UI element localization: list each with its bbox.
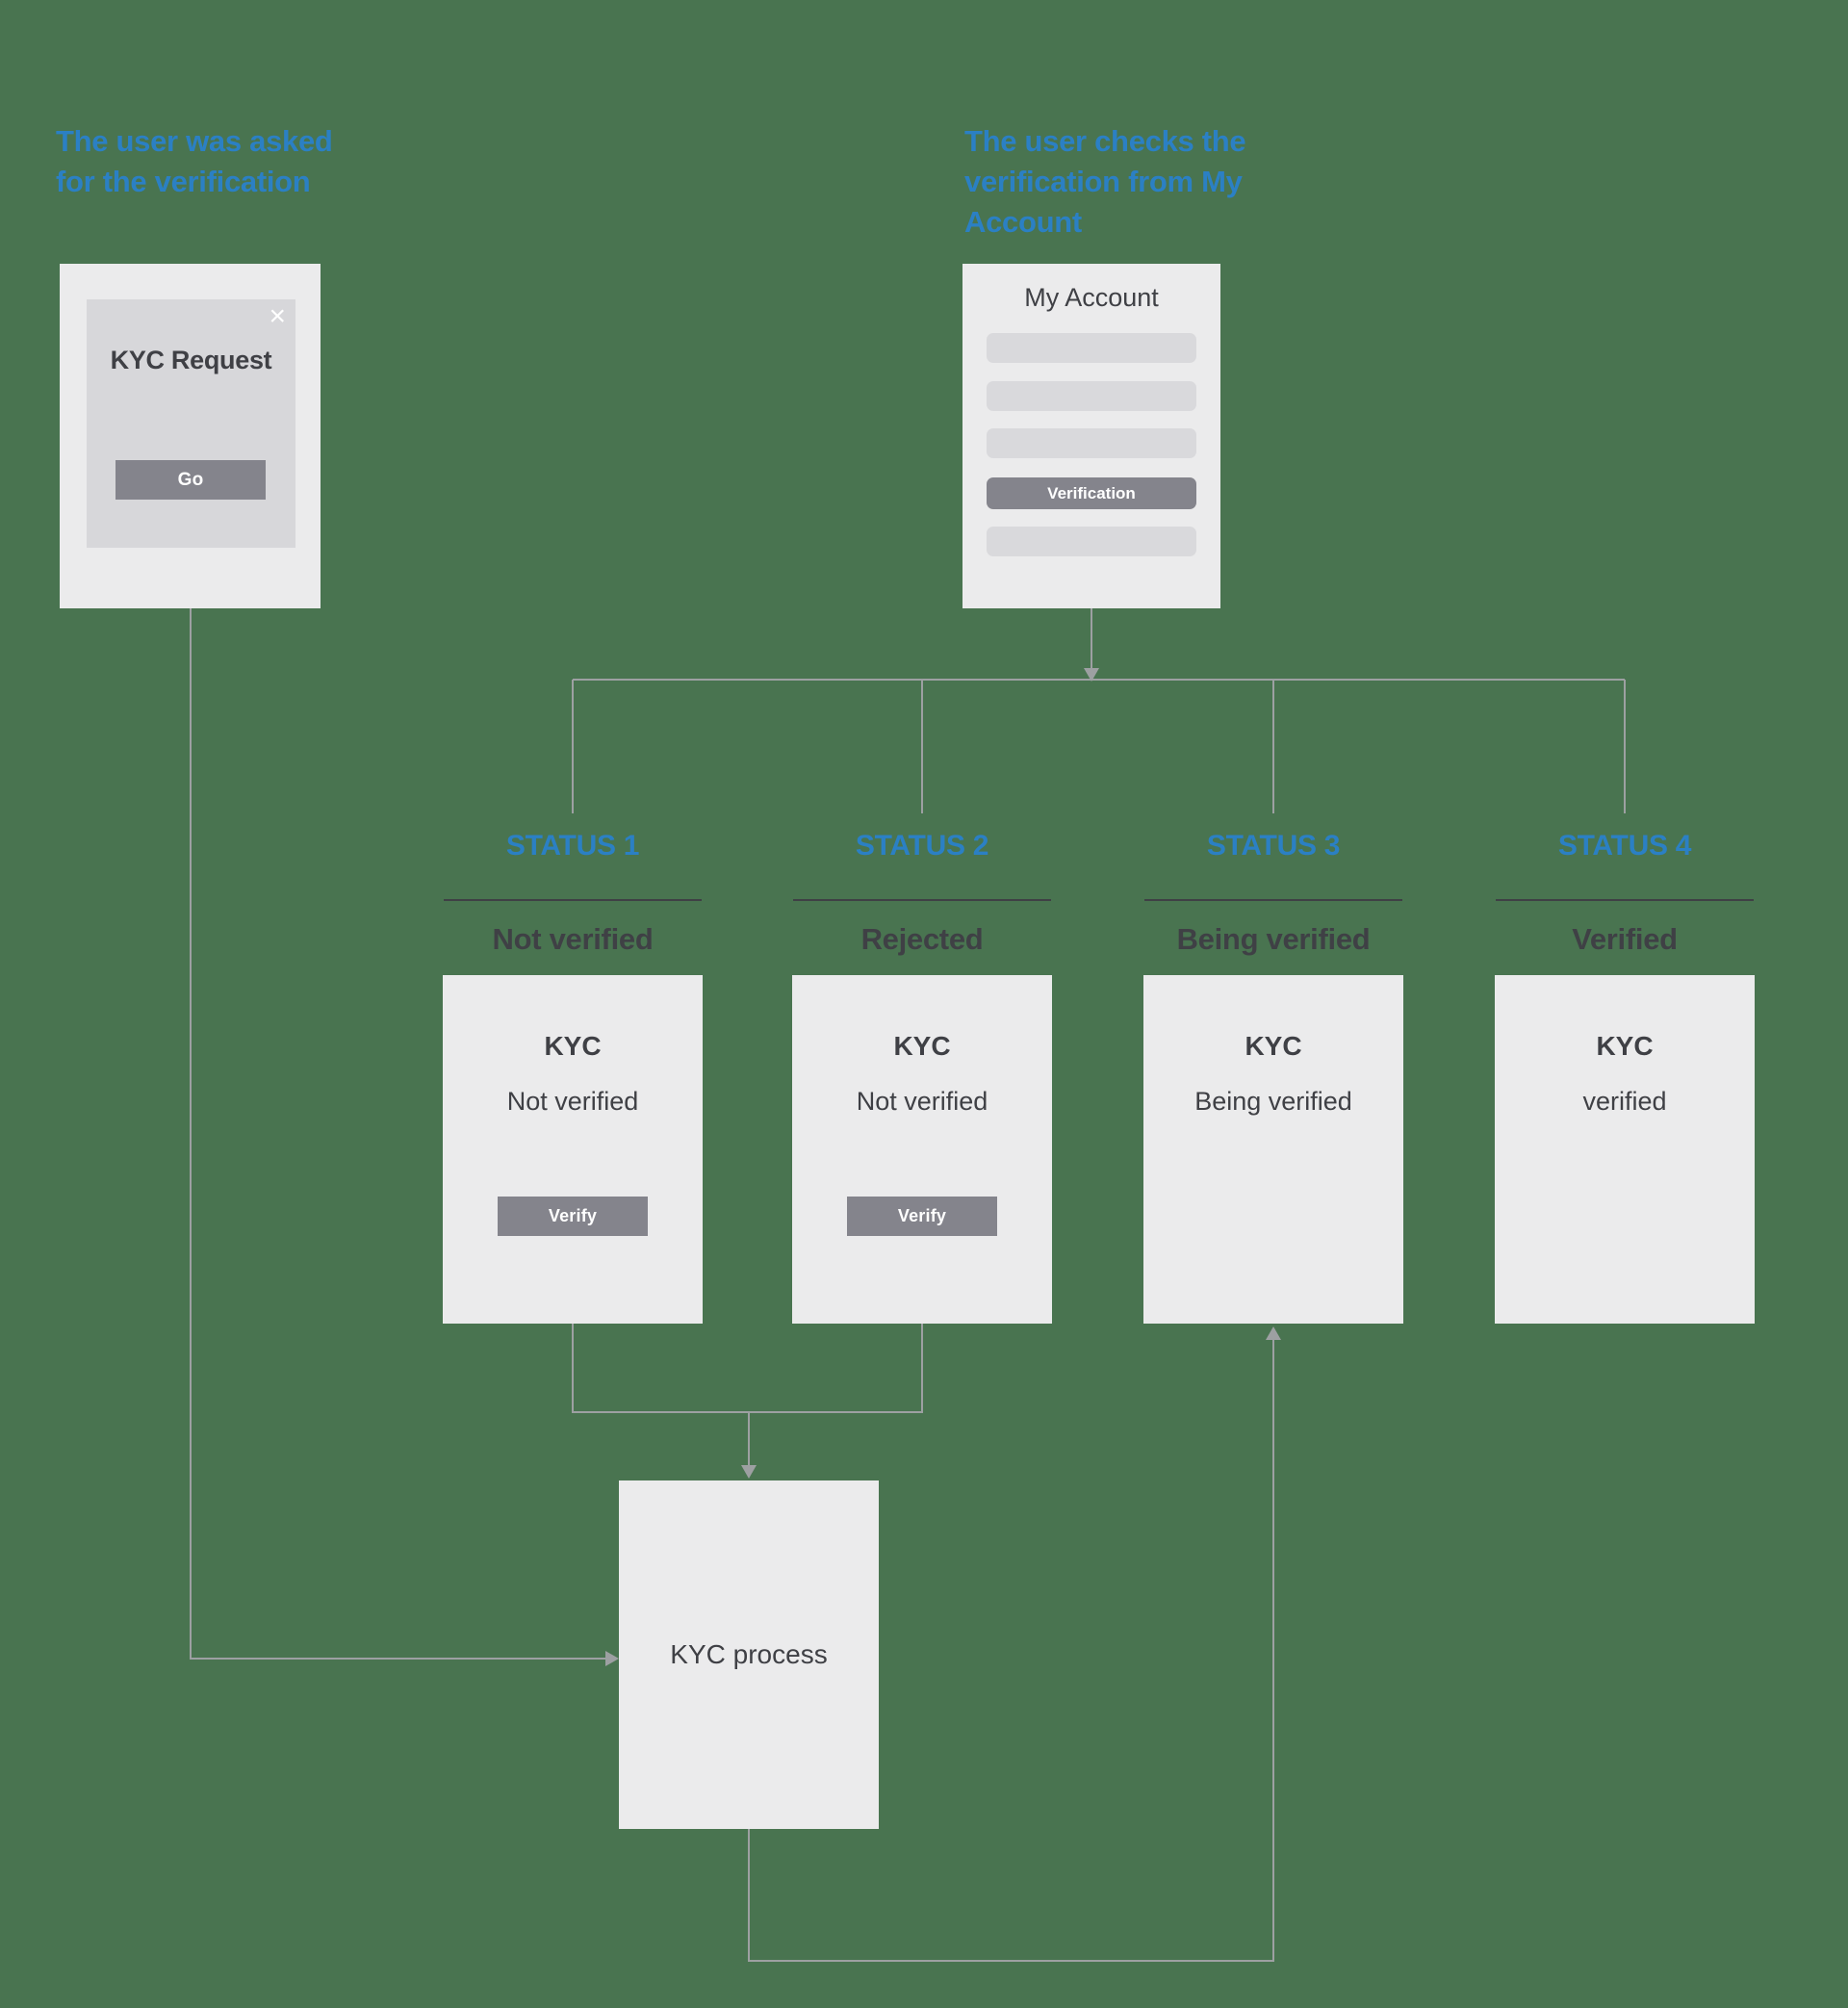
kyc-process-label: KYC process (670, 1639, 828, 1669)
status-3-divider (1144, 899, 1402, 901)
verify-button[interactable]: Verify (847, 1197, 997, 1236)
menu-bar-placeholder (987, 381, 1196, 411)
menu-bar-placeholder (987, 333, 1196, 363)
status-3-heading: Being verified (1176, 922, 1371, 956)
menu-bar-placeholder (987, 527, 1196, 556)
status-3-kyc-card: KYC Being verified (1143, 975, 1403, 1324)
arrow-up-status3 (1266, 1326, 1281, 1340)
status-3-title: STATUS 3 (1206, 830, 1341, 862)
verification-button[interactable]: Verification (987, 477, 1196, 509)
status-4-kyc-card: KYC verified (1495, 975, 1755, 1324)
menu-bar-placeholder (987, 428, 1196, 458)
status-1-divider (444, 899, 702, 901)
kyc-card-status: Not verified (856, 1087, 988, 1116)
status-1-heading: Not verified (492, 922, 654, 956)
arrow-down-process (741, 1465, 757, 1479)
status-4-title: STATUS 4 (1557, 830, 1692, 862)
kyc-process-box: KYC process (619, 1480, 879, 1829)
status-1-kyc-card: KYC Not verified Verify (443, 975, 703, 1324)
kyc-card-title: KYC (1596, 1031, 1654, 1061)
kyc-card-title: KYC (544, 1031, 602, 1061)
my-account-title: My Account (1024, 283, 1159, 312)
annotation-user-checks: The user checks the verification from My… (964, 124, 1246, 239)
status-4-heading: Verified (1572, 922, 1678, 956)
line-merge-bracket (572, 1324, 923, 1413)
kyc-request-title: KYC Request (110, 346, 272, 374)
kyc-card-title: KYC (1245, 1031, 1302, 1061)
close-icon[interactable]: × (269, 300, 286, 332)
my-account-card: My Account Verification (962, 264, 1220, 608)
arrow-down-distribution (1084, 668, 1099, 682)
status-2-heading: Rejected (860, 922, 984, 956)
go-button[interactable]: Go (116, 460, 266, 500)
kyc-card-status: verified (1582, 1087, 1667, 1116)
kyc-request-card: × KYC Request Go (60, 264, 321, 608)
status-4-divider (1496, 899, 1754, 901)
kyc-request-modal: × KYC Request Go (87, 299, 295, 548)
kyc-card-status: Being verified (1194, 1087, 1352, 1116)
status-2-kyc-card: KYC Not verified Verify (792, 975, 1052, 1324)
kyc-card-title: KYC (893, 1031, 951, 1061)
status-1-title: STATUS 1 (505, 830, 640, 862)
verify-button[interactable]: Verify (498, 1197, 648, 1236)
status-2-title: STATUS 2 (855, 830, 989, 862)
status-2-divider (793, 899, 1051, 901)
annotation-user-asked: The user was asked for the verification (56, 124, 333, 198)
arrow-right-process (605, 1651, 619, 1666)
kyc-card-status: Not verified (506, 1087, 639, 1116)
